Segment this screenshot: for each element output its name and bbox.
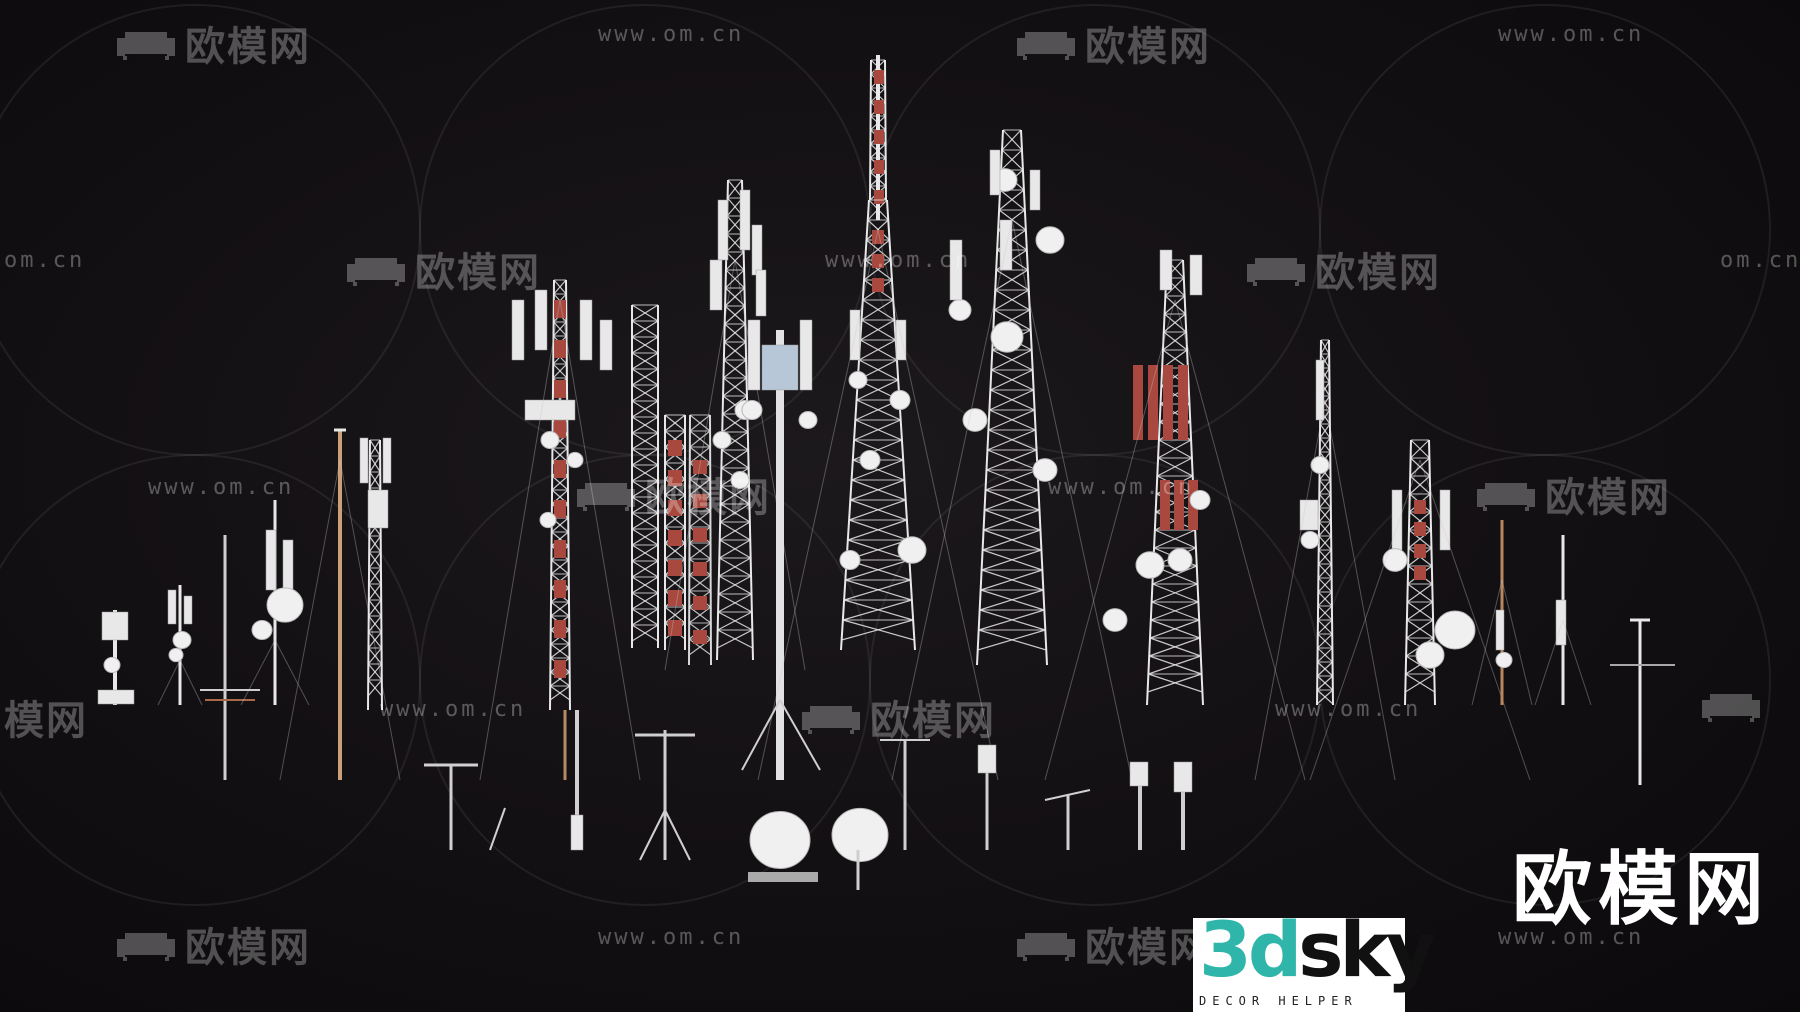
- watermark-logo-cropped: 模网: [4, 688, 88, 746]
- 3dsky-subtitle: DECOR HELPER: [1199, 994, 1358, 1008]
- red-white-tower: [479, 279, 641, 781]
- far-right-antenna-2: [1534, 535, 1592, 706]
- watermark-url: www.om.cn: [1498, 22, 1645, 47]
- brand-logo-text: 欧模网: [1512, 843, 1770, 936]
- watermark-url: www.om.cn: [825, 248, 972, 273]
- sofa-icon: [117, 32, 175, 60]
- sofa-icon: [1017, 933, 1075, 961]
- watermark-logo: 欧模网: [800, 688, 996, 746]
- watermark-logo-text: 欧模网: [1085, 925, 1211, 971]
- square-lattice-tower-2: [664, 414, 686, 650]
- watermark-logo: 欧模网: [115, 915, 311, 973]
- square-lattice-tower-3: [688, 414, 712, 666]
- sofa-icon: [802, 706, 860, 734]
- watermark-logo: 欧模网: [575, 465, 771, 523]
- watermark-logo: 欧模网: [115, 14, 311, 72]
- dish-tower: [891, 129, 1133, 781]
- thin-mast: [279, 428, 401, 781]
- watermark-url: www.om.cn: [598, 925, 745, 950]
- watermark-url-cropped: om.cn: [4, 248, 86, 273]
- small-antenna-4: [240, 500, 310, 706]
- tallest-tower: [757, 55, 999, 781]
- bottom-antennas: [424, 710, 1193, 890]
- cell-tower: [664, 179, 806, 671]
- small-antenna-3: [200, 535, 260, 780]
- 3dsky-badge: 3dsky DECOR HELPER: [1193, 912, 1436, 1012]
- watermark-logo-text: 欧模网: [185, 925, 311, 971]
- watermark-logo-text: 欧模网: [1085, 24, 1211, 70]
- watermark-logo: 欧模网: [1245, 240, 1441, 298]
- watermark-url: www.om.cn: [380, 697, 527, 722]
- sofa-icon: [117, 933, 175, 961]
- square-lattice-tower-1: [631, 304, 659, 648]
- watermark-logo: 欧模网: [345, 240, 541, 298]
- watermark-logo-text: 模网: [4, 698, 88, 744]
- watermark-url: www.om.cn: [598, 22, 745, 47]
- right-thin-tower: [1254, 339, 1396, 781]
- small-antenna-1: [97, 610, 135, 705]
- watermark-logo-text: 欧模网: [185, 24, 311, 70]
- watermark-logo-text: 欧模网: [870, 698, 996, 744]
- watermark-logo: 欧模网: [1475, 465, 1671, 523]
- watermark-url-cropped: om.cn: [1720, 248, 1800, 273]
- watermark-logo-text: 欧模网: [1545, 475, 1671, 521]
- sofa-icon: [1477, 483, 1535, 511]
- far-right-antenna-1: [1471, 520, 1533, 706]
- watermark-circles: [0, 4, 1771, 906]
- monopole-tower: [741, 319, 821, 780]
- far-right-antenna-3: [1610, 618, 1675, 785]
- sofa-icon: [1247, 258, 1305, 286]
- watermark-logo: 欧模网: [1015, 915, 1211, 973]
- watermark-logo-text: 欧模网: [415, 250, 541, 296]
- watermark-url: www.om.cn: [1498, 925, 1645, 950]
- watermark-url: www.om.cn: [148, 475, 295, 500]
- sofa-icon: [577, 483, 635, 511]
- 3dsky-logo: 3dsky: [1199, 912, 1436, 988]
- 3dsky-logo-3d: 3d: [1199, 905, 1302, 994]
- lattice-tower-small: [359, 437, 392, 711]
- right-cell-tower: [1309, 439, 1531, 781]
- red-panel-tower: [1044, 249, 1306, 781]
- watermark-logo: 欧模网: [1015, 14, 1211, 72]
- watermark-logo-text: 欧模网: [1315, 250, 1441, 296]
- watermark-url: www.om.cn: [1048, 475, 1195, 500]
- 3dsky-logo-sky: sky: [1298, 905, 1435, 994]
- sofa-icon: [1017, 32, 1075, 60]
- watermark-logo-cropped: [1700, 688, 1762, 722]
- small-antenna-2: [157, 585, 203, 706]
- watermark-url: www.om.cn: [1275, 697, 1422, 722]
- watermark-logo-text: 欧模网: [645, 475, 771, 521]
- sofa-icon: [1702, 694, 1760, 722]
- sofa-icon: [347, 258, 405, 286]
